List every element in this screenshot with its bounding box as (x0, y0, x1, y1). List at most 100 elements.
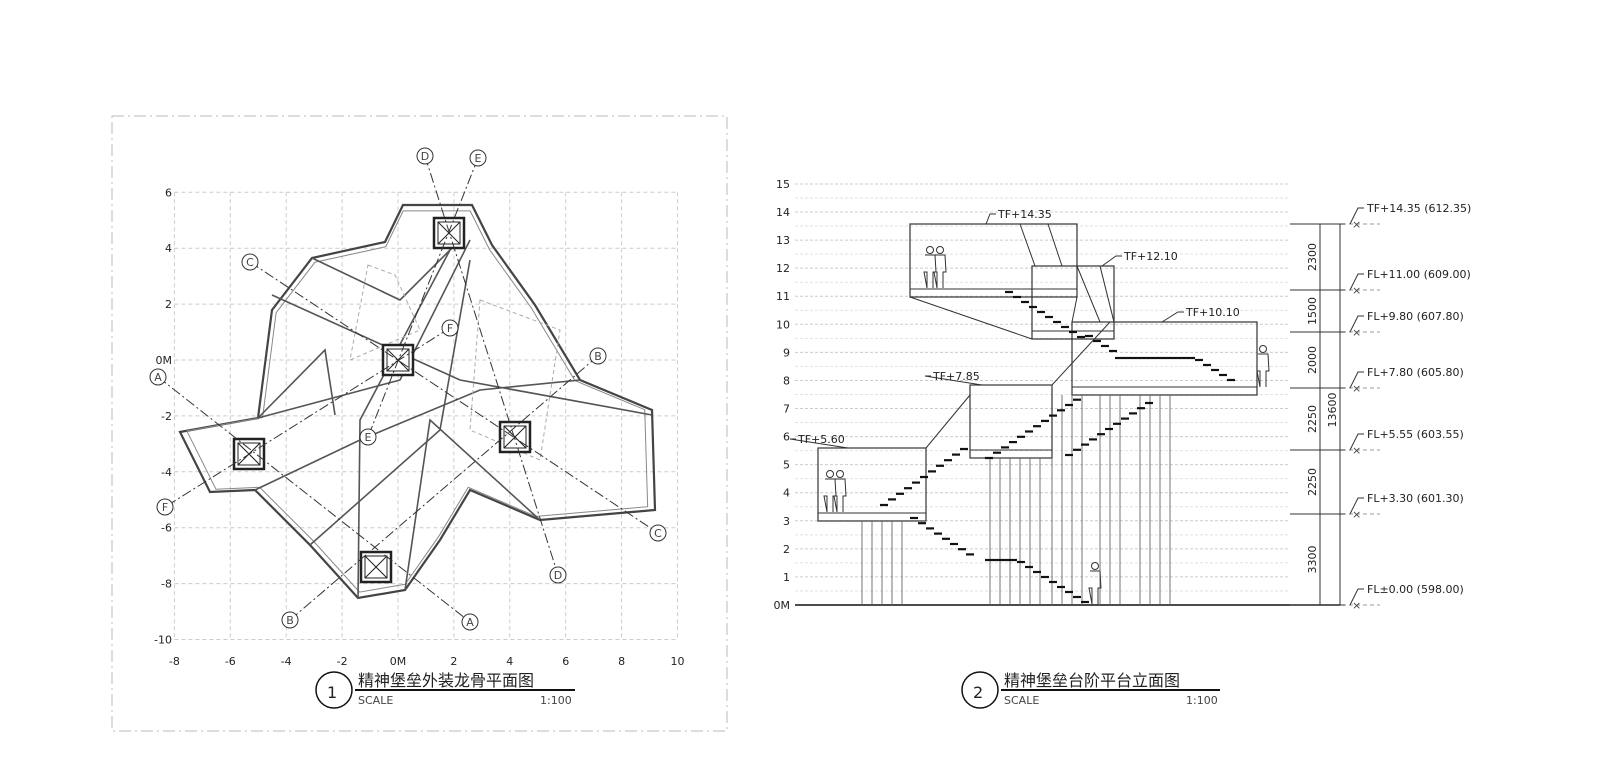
y-tick-label: 9 (783, 346, 790, 359)
level-leader (1349, 371, 1364, 389)
skeleton-member (254, 379, 581, 491)
section-marker (469, 149, 487, 167)
level-leader (1349, 588, 1364, 606)
platform (1071, 321, 1258, 396)
skeleton-member (357, 249, 451, 599)
column-inner (364, 555, 388, 579)
y-tick-label: 2 (165, 298, 172, 311)
level-leader (1349, 497, 1364, 515)
level-label: TF+14.35 (612.35) (1366, 202, 1471, 215)
section-label: A (154, 371, 162, 384)
total-dimension-label: 13600 (1326, 393, 1339, 428)
section-marker (441, 319, 459, 337)
level-leader (1349, 433, 1364, 451)
plan-title-block: 1 精神堡垒外装龙骨平面图 SCALE 1:100 (315, 671, 575, 709)
platform-level-label: TF+5.60 (797, 433, 845, 446)
section-line (157, 376, 471, 623)
y-tick-label: 4 (165, 242, 172, 255)
y-tick-label: 1 (783, 571, 790, 584)
level-label: FL+3.30 (601.30) (1367, 492, 1464, 505)
y-tick-label: 12 (776, 262, 790, 275)
section-line (164, 327, 451, 508)
figure-head (1259, 345, 1267, 353)
y-tick-label: 14 (776, 206, 790, 219)
level-mark: × (1352, 508, 1361, 521)
dimension-label: 1500 (1306, 297, 1319, 325)
x-tick-label: -2 (337, 655, 348, 668)
figure-head (826, 470, 834, 478)
skeleton-member (257, 239, 471, 419)
section-label: E (475, 152, 482, 165)
x-tick-label: 0M (390, 655, 407, 668)
dashed-outline (349, 264, 421, 361)
platform-level-label: TF+14.35 (997, 208, 1052, 221)
plan-grid (173, 191, 678, 640)
column (359, 550, 393, 584)
section-marker (149, 368, 167, 386)
platform (817, 447, 927, 522)
platform-leader (924, 375, 983, 386)
section-label: F (447, 322, 453, 335)
section-marker (281, 611, 299, 629)
edge-line (1019, 223, 1036, 267)
section-marker (589, 347, 607, 365)
elevation-grid (795, 183, 1290, 606)
skeleton-member (311, 239, 461, 301)
section-marker (241, 253, 259, 271)
y-tick-label: 15 (776, 178, 790, 191)
level-label: FL+5.55 (603.55) (1367, 428, 1464, 441)
level-mark: × (1352, 382, 1361, 395)
platform-level-label: TF+10.10 (1185, 306, 1240, 319)
column-cross (503, 425, 527, 449)
elevation-structure: ××××××× (228, 0, 1380, 612)
x-tick-label: -4 (281, 655, 292, 668)
section-label: C (246, 256, 254, 269)
dimension-label: 2000 (1306, 346, 1319, 374)
column-inner (386, 348, 410, 372)
y-tick-label: 5 (783, 459, 790, 472)
y-tick-label: 7 (783, 403, 790, 416)
edge-line (1076, 265, 1101, 323)
elevation-title-block: 2 精神堡垒台阶平台立面图 SCALE 1:100 (961, 671, 1220, 709)
figure-head (926, 246, 934, 254)
platform-leader (1101, 255, 1122, 267)
level-mark: × (1352, 444, 1361, 457)
human-figure (823, 470, 837, 513)
y-tick-label: -8 (161, 578, 172, 591)
skeleton-member (271, 294, 653, 416)
section-marker (649, 524, 667, 542)
y-tick-label: 4 (783, 487, 790, 500)
elevation-scale-label: SCALE (1004, 694, 1039, 707)
figure-body (933, 254, 947, 289)
x-tick-label: -8 (169, 655, 180, 668)
section-marker (549, 566, 567, 584)
skeleton-member (257, 348, 336, 419)
section-label: B (594, 350, 602, 363)
y-tick-label: -4 (161, 466, 172, 479)
y-tick-label: 0M (774, 599, 791, 612)
elevation-number: 2 (973, 683, 983, 702)
plan-title: 精神堡垒外装龙骨平面图 (358, 671, 534, 690)
section-label: F (162, 501, 168, 514)
y-tick-label: 10 (776, 318, 790, 331)
y-tick-label: 3 (783, 515, 790, 528)
platform-leader (789, 438, 849, 449)
level-leader (1349, 273, 1364, 291)
column-inner (237, 442, 261, 466)
section-label: A (466, 616, 474, 629)
figure-body (1088, 570, 1102, 605)
y-tick-label: -2 (161, 410, 172, 423)
section-line (367, 157, 479, 438)
level-mark: × (1352, 284, 1361, 297)
x-tick-label: 4 (506, 655, 513, 668)
column-inner (503, 425, 527, 449)
edge-line (1071, 296, 1078, 323)
figure-body (833, 478, 847, 513)
level-mark: × (1352, 599, 1361, 612)
level-label: FL+7.80 (605.80) (1367, 366, 1464, 379)
elevation-title: 精神堡垒台阶平台立面图 (1004, 671, 1180, 690)
section-label: D (554, 569, 562, 582)
section-marker (461, 613, 479, 631)
skeleton-member (309, 259, 471, 546)
